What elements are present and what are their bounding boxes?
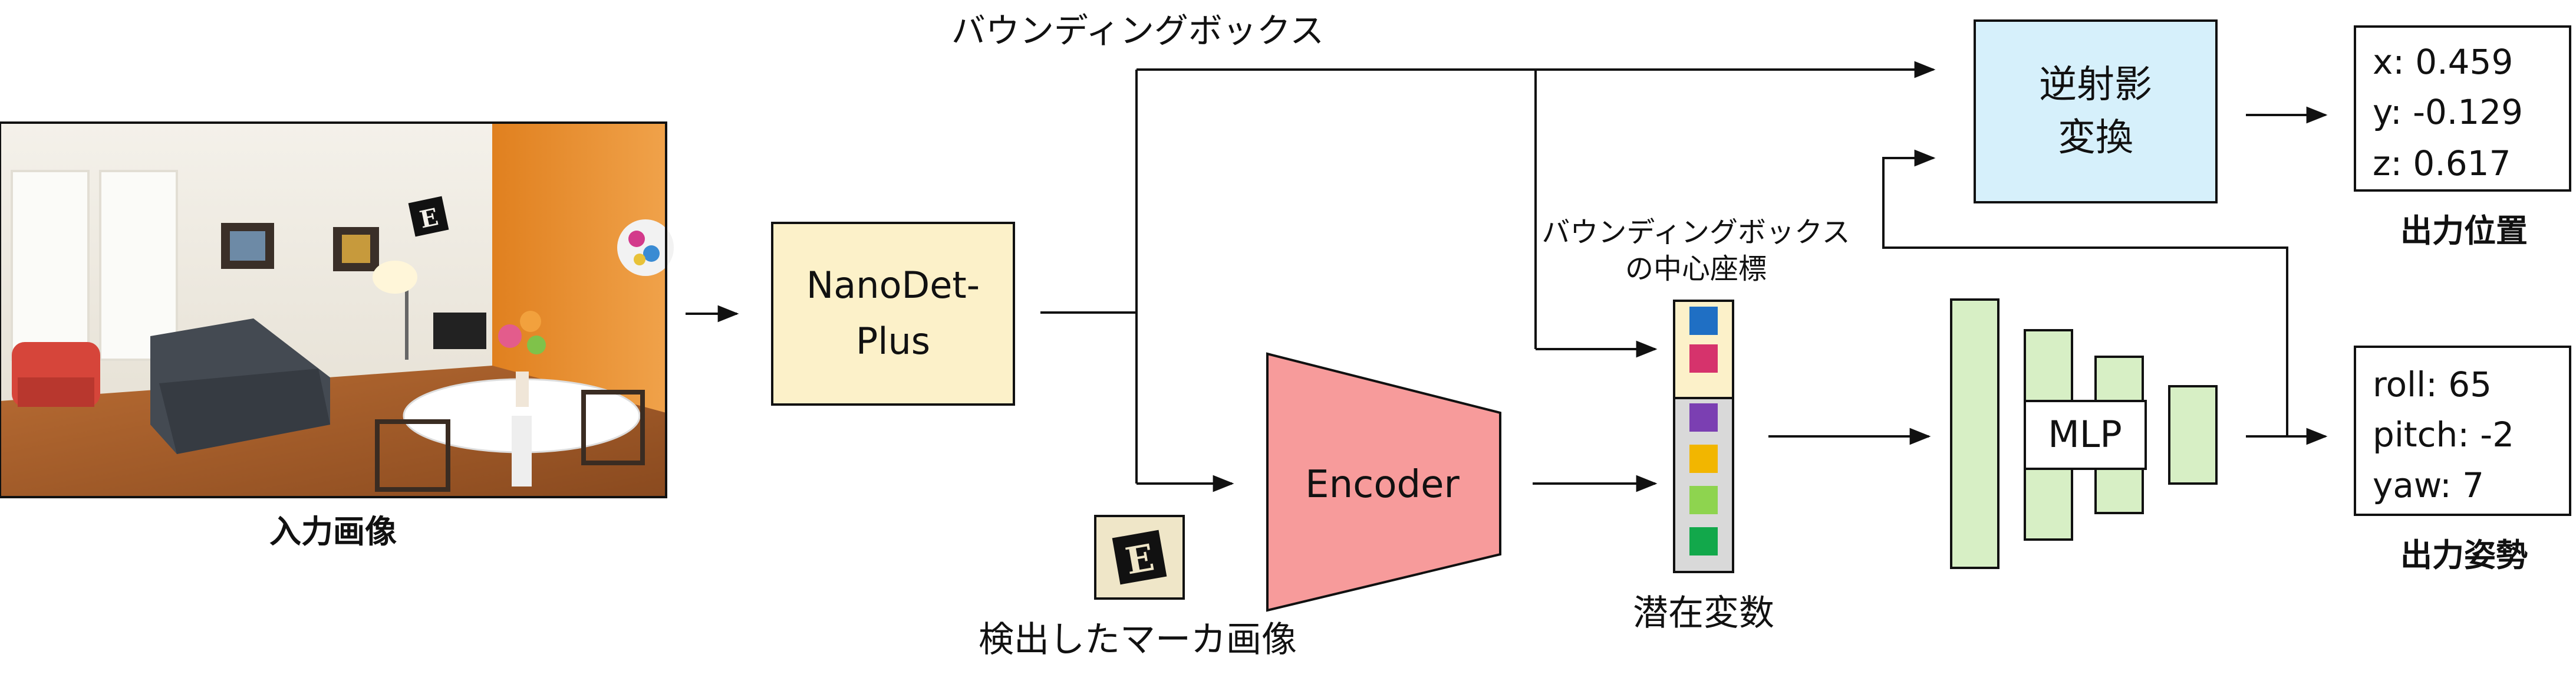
pose-roll: roll: 65 — [2373, 364, 2492, 405]
position-y: y: -0.129 — [2373, 92, 2523, 132]
detector-label-line2: Plus — [856, 320, 930, 363]
latent-cell-top-1 — [1689, 307, 1718, 335]
mlp-layers — [1950, 298, 2218, 569]
center-label-line1: バウンディングボックス — [1541, 216, 1850, 249]
mlp-layer-4 — [2168, 385, 2218, 485]
latent-cell-bottom-3 — [1689, 486, 1718, 514]
mlp-layer-1 — [1950, 298, 1999, 569]
position-caption: 出力位置 — [2400, 212, 2528, 249]
marker-caption: 検出したマーカ画像 — [979, 619, 1297, 660]
latent-cell-top-2 — [1689, 344, 1718, 373]
projection-box — [1974, 19, 2218, 203]
encoder-block — [1266, 352, 1501, 612]
encoder-label: Encoder — [1305, 463, 1460, 507]
mlp-label-box — [2024, 400, 2147, 470]
projection-label-line1: 逆射影 — [2039, 63, 2152, 107]
marker-image: E — [1094, 515, 1185, 600]
input-image: E — [0, 121, 674, 498]
latent-cell-bottom-1 — [1689, 403, 1718, 432]
bbox-label: バウンディングボックス — [951, 11, 1324, 51]
latent-cell-bottom-2 — [1689, 445, 1718, 473]
projection-label-line2: 変換 — [2058, 116, 2133, 160]
detector-box — [771, 222, 1015, 406]
latent-cell-bottom-4 — [1689, 527, 1718, 555]
pose-yaw: yaw: 7 — [2373, 465, 2484, 505]
pose-box — [2354, 346, 2571, 516]
latent-caption: 潜在変数 — [1633, 593, 1774, 634]
arrow-pose-to-projection — [1882, 149, 2288, 436]
latent-vector — [1673, 300, 1734, 573]
mlp-label: MLP — [2048, 413, 2122, 456]
position-z: z: 0.617 — [2373, 143, 2511, 183]
position-box — [2354, 25, 2571, 192]
detector-label-line1: NanoDet- — [806, 264, 980, 307]
position-x: x: 0.459 — [2373, 42, 2513, 82]
input-image-caption: 入力画像 — [269, 513, 397, 550]
connections — [686, 61, 2328, 492]
pose-pitch: pitch: -2 — [2373, 415, 2514, 455]
center-label-line2: の中心座標 — [1625, 252, 1767, 285]
pose-caption: 出力姿勢 — [2400, 537, 2528, 574]
